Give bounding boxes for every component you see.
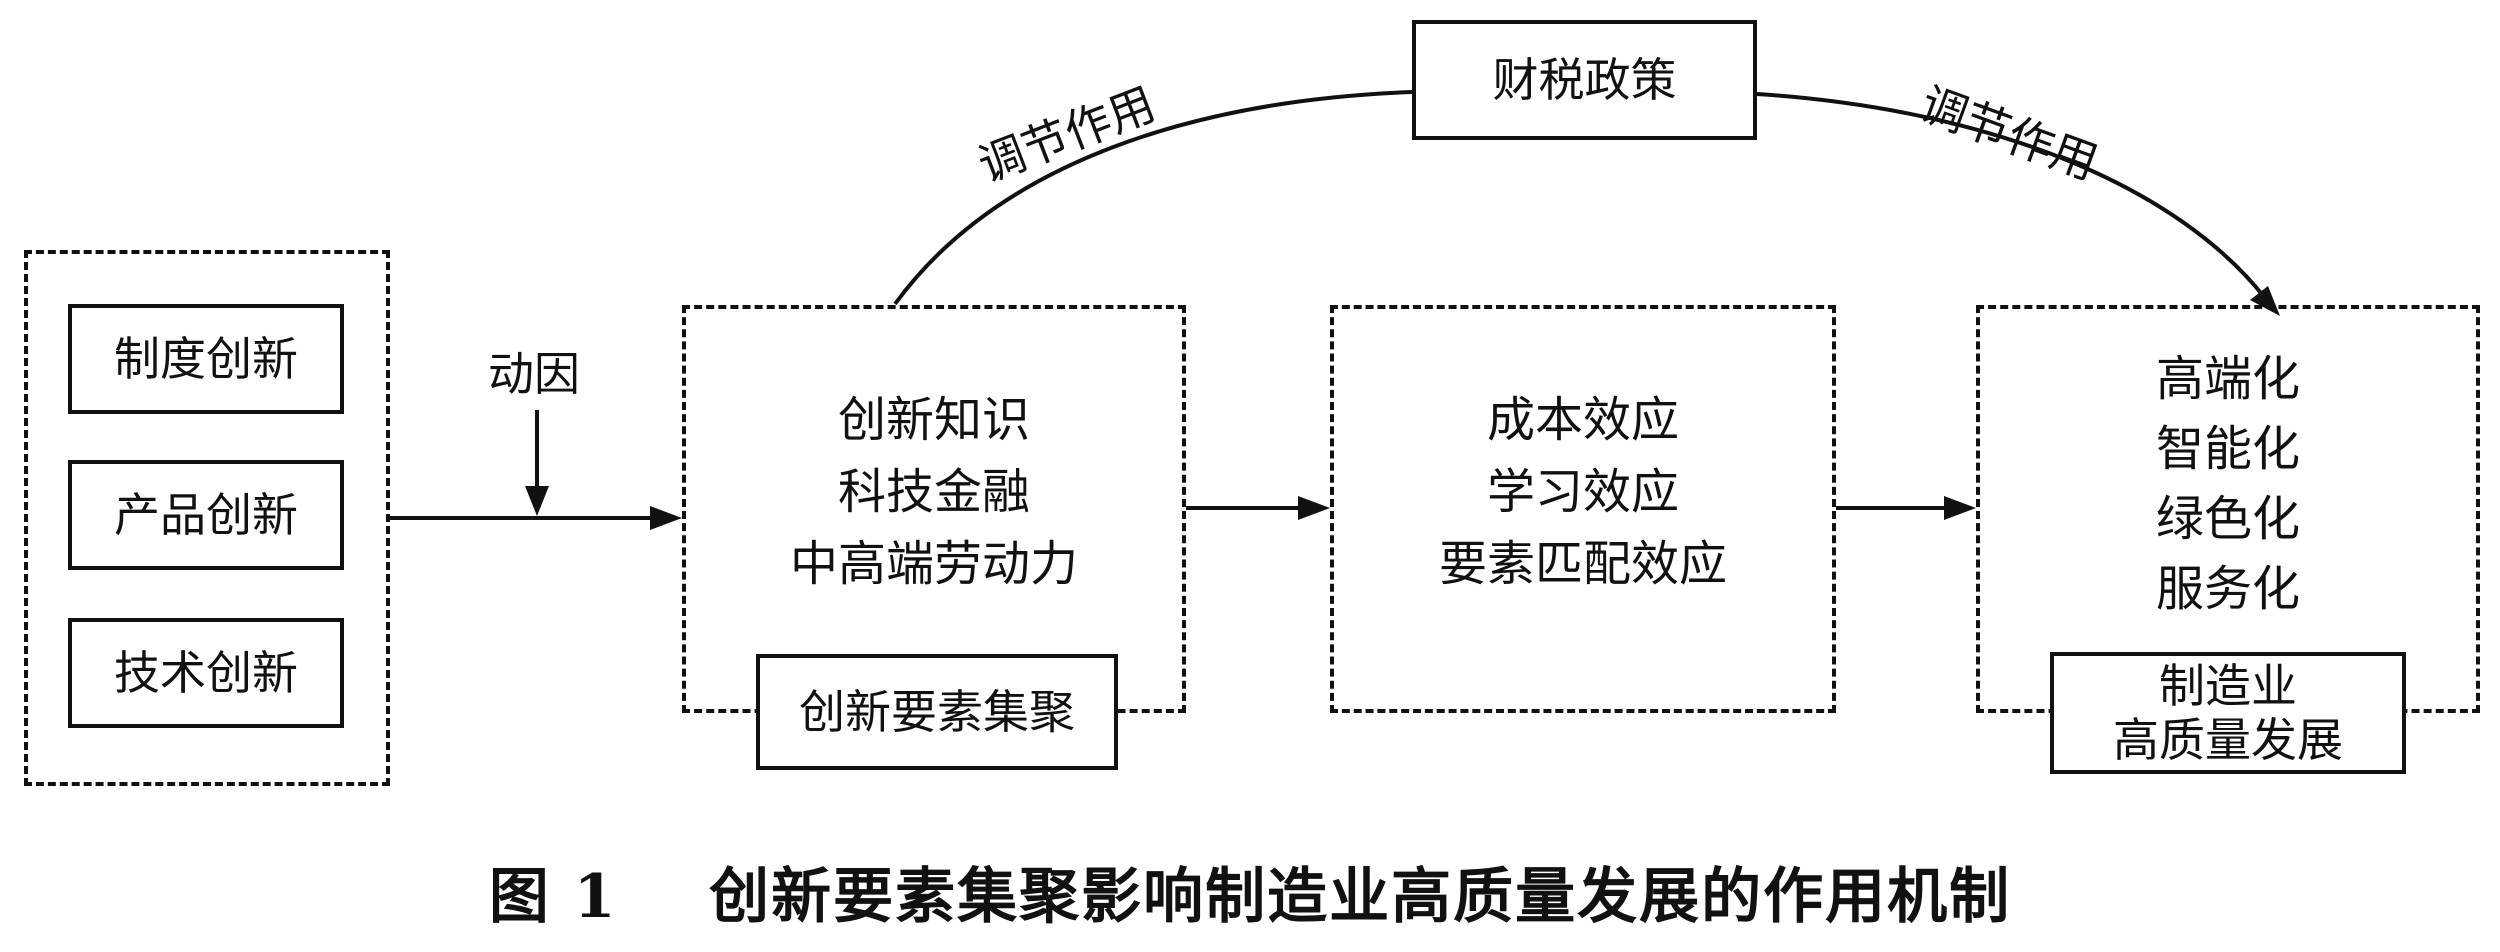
figure-title: 创新要素集聚影响制造业高质量发展的作用机制 — [709, 862, 2012, 932]
outcome-line: 服务化 — [2155, 561, 2300, 617]
product-innovation-label: 产品创新 — [114, 488, 298, 542]
figure-caption: 图 1 创新要素集聚影响制造业高质量发展的作用机制 — [0, 848, 2500, 935]
product-innovation-box: 产品创新 — [68, 460, 344, 570]
institutional-innovation-label: 制度创新 — [114, 332, 298, 386]
effects-list: 成本效应 学习效应 要素匹配效应 — [1330, 384, 1836, 600]
outcome-line: 智能化 — [2155, 421, 2300, 477]
cluster-tag-box: 创新要素集聚 — [756, 654, 1118, 770]
moderation-arc-left — [893, 90, 1413, 306]
outcome-line: 高端化 — [2155, 351, 2300, 407]
effect-line: 要素匹配效应 — [1438, 536, 1727, 592]
arrow-left-to-cluster — [388, 506, 682, 530]
outcome-tag-line: 高质量发展 — [2113, 713, 2343, 767]
outcome-tag-box: 制造业 高质量发展 — [2050, 652, 2406, 774]
effects-box — [1330, 305, 1836, 713]
figure-number: 图 1 — [488, 862, 618, 932]
cluster-factor-line: 中高端劳动力 — [789, 536, 1078, 592]
cluster-factor-line: 科技金融 — [837, 464, 1030, 520]
outcome-list: 高端化 智能化 绿色化 服务化 — [1976, 344, 2480, 624]
cluster-tag-label: 创新要素集聚 — [799, 685, 1075, 739]
cluster-factors: 创新知识 科技金融 中高端劳动力 — [682, 384, 1186, 600]
innovation-types-group — [24, 250, 390, 786]
outcome-line: 绿色化 — [2155, 491, 2300, 547]
effect-line: 学习效应 — [1486, 464, 1679, 520]
cluster-factor-line: 创新知识 — [837, 392, 1030, 448]
fiscal-policy-label: 财税政策 — [1492, 53, 1677, 107]
fiscal-policy-box: 财税政策 — [1412, 20, 1757, 140]
technology-innovation-label: 技术创新 — [114, 646, 298, 700]
effect-line: 成本效应 — [1486, 392, 1679, 448]
outcome-tag-line: 制造业 — [2159, 659, 2297, 713]
arrow-driver-down — [525, 410, 549, 516]
arrow-cluster-to-effects — [1186, 496, 1330, 520]
driver-label: 动因 — [488, 347, 580, 401]
institutional-innovation-box: 制度创新 — [68, 304, 344, 414]
arrow-effects-to-outcome — [1836, 496, 1976, 520]
technology-innovation-box: 技术创新 — [68, 618, 344, 728]
